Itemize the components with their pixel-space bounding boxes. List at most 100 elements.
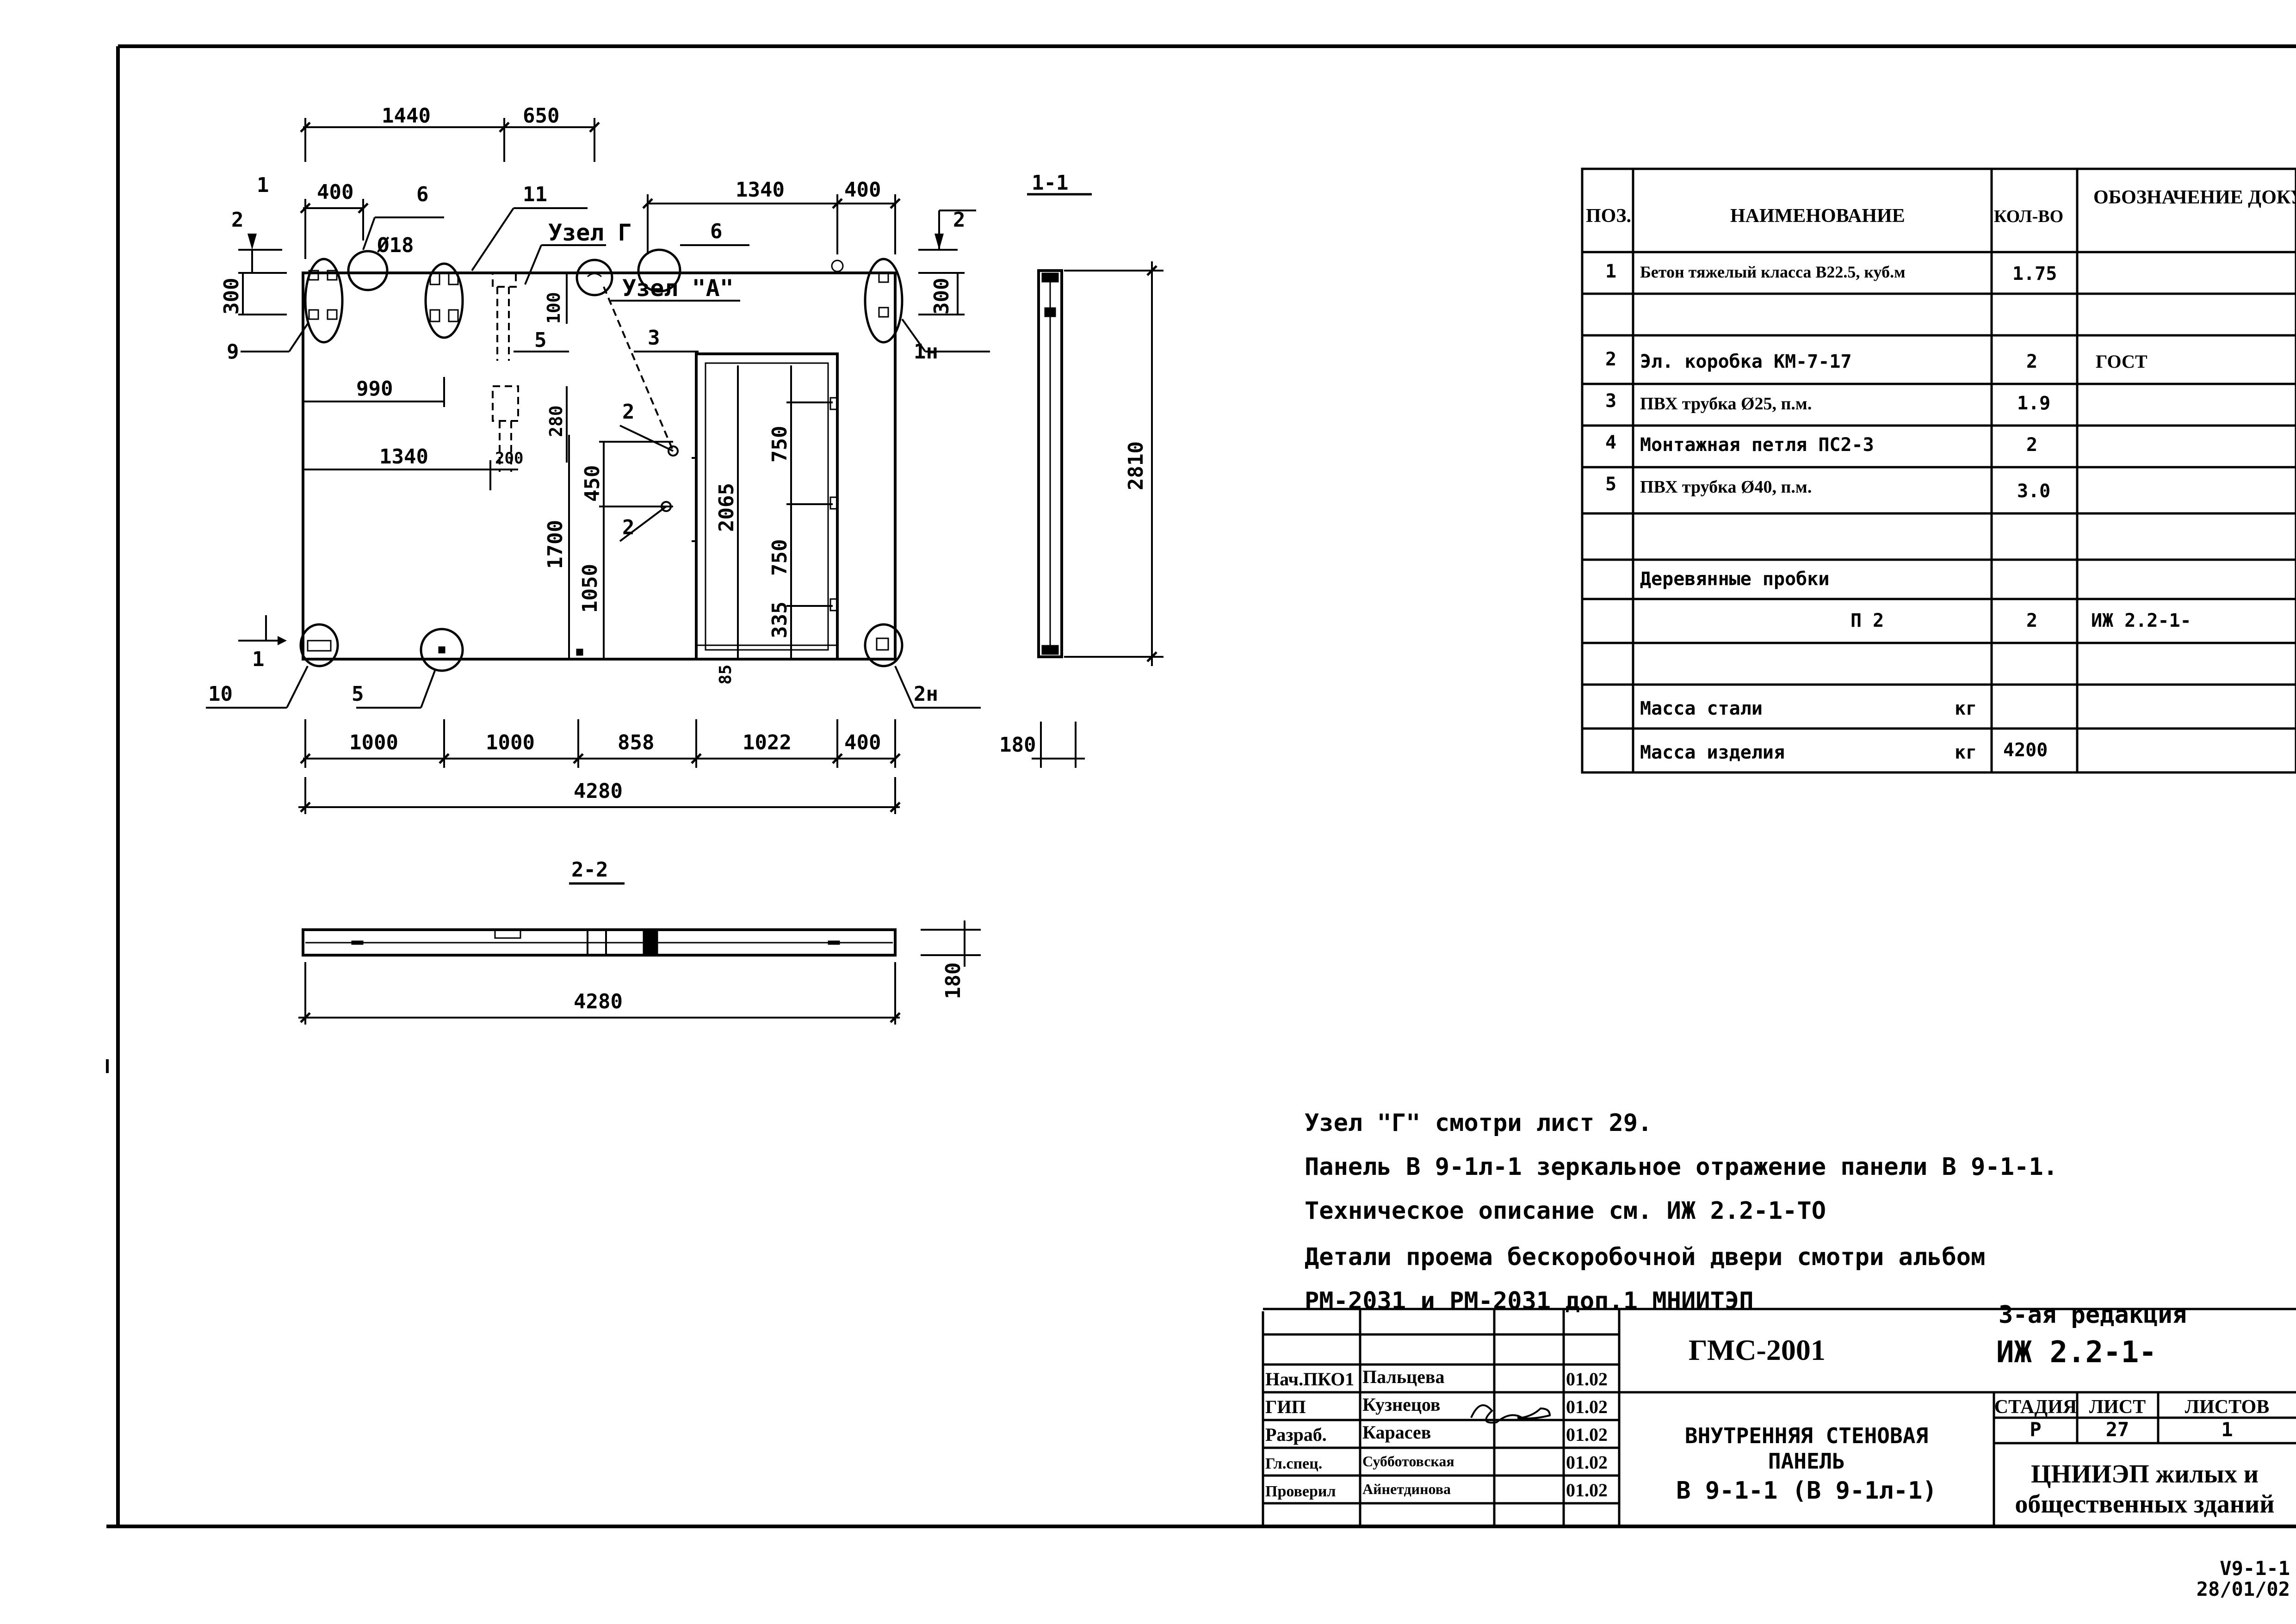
panel-plan	[299, 248, 904, 672]
spec-row-4-name: Монтажная петля ПС2-3	[1640, 434, 1874, 456]
dim-450: 450	[581, 465, 604, 502]
loop-node-right	[864, 258, 904, 344]
uzel-g-circle	[576, 259, 613, 296]
callout-2n: 2н	[914, 682, 938, 706]
dim-1050: 1050	[578, 564, 602, 613]
callout-1n: 1н	[914, 340, 938, 364]
el-box-oval	[424, 262, 464, 339]
section-1-1-label: 1-1	[1032, 171, 1068, 195]
section-2-2-thickness: 180	[941, 963, 965, 999]
note-2: Панель В 9-1л-1 зеркальное отражение пан…	[1305, 1153, 2058, 1181]
staff-date-4: 01.02	[1566, 1452, 1608, 1473]
staff-name-4: Субботовская	[1362, 1453, 1454, 1470]
sheet-value: 27	[2106, 1418, 2129, 1441]
callout-5-bottom: 5	[352, 682, 364, 706]
note-5: РМ-2031 и РМ-2031 доп.1 МНИИТЭП	[1305, 1287, 1754, 1315]
edition: 3-ая редакция	[1999, 1301, 2187, 1329]
spec-row-5-name: ПВХ трубка Ø40, п.м.	[1640, 477, 1812, 497]
dim-400-right: 400	[844, 178, 881, 202]
spec-row-mass-unit: кг	[1955, 742, 1977, 763]
dim-280: 280	[546, 405, 566, 437]
callout-2-upper: 2	[622, 400, 635, 424]
org-line-1: ЦНИИЭП жилых и	[2031, 1460, 2259, 1488]
spec-row-1-name: Бетон тяжелый класса В22.5, куб.м	[1640, 263, 1906, 281]
dim-85: 85	[716, 665, 735, 685]
dim-990: 990	[356, 377, 393, 401]
section-2-2-label: 2-2	[571, 858, 608, 882]
spec-row-5-pos: 5	[1605, 474, 1616, 495]
section-arrows	[248, 234, 944, 645]
dim-335: 335	[768, 602, 792, 638]
callout-1-bottom: 1	[252, 648, 265, 671]
spec-row-steel-name: Масса стали	[1640, 698, 1763, 719]
dim-1700: 1700	[544, 520, 567, 569]
spec-row-p2-qty: 2	[2026, 610, 2037, 631]
dim-1000-a: 1000	[349, 731, 398, 754]
callout-leaders	[206, 207, 990, 709]
stage-value: Р	[2030, 1418, 2041, 1441]
spec-header-pos: ПОЗ.	[1586, 205, 1631, 227]
spec-row-steel-unit: кг	[1955, 698, 1977, 719]
callout-2-top-right: 2	[953, 208, 965, 232]
callout-uzel-a: Узел "А"	[622, 275, 734, 302]
sheet-frame	[106, 44, 2296, 1528]
dim-300-right: 300	[930, 278, 953, 315]
dim-400-bottom: 400	[844, 731, 881, 754]
spec-row-2-name: Эл. коробка КМ-7-17	[1640, 351, 1852, 372]
sheets-value: 1	[2221, 1418, 2233, 1441]
spec-row-3-qty: 1.9	[2017, 393, 2050, 414]
spec-row-mass-name: Масса изделия	[1640, 742, 1785, 763]
callout-10: 10	[208, 682, 233, 706]
section-1-1-height: 2810	[1124, 441, 1148, 490]
staff-name-5: Айнетдинова	[1362, 1481, 1451, 1497]
plan-labels: 1440 650 400 1340 400 300 300 990 1340 2…	[208, 104, 1148, 1013]
section-2-2	[298, 882, 981, 1025]
spec-header-qty: КОЛ-ВО	[1994, 207, 2063, 226]
spec-row-2-qty: 2	[2026, 351, 2037, 372]
stamp-date: 28/01/02	[2197, 1578, 2290, 1600]
staff-role-5: Проверил	[1265, 1483, 1336, 1500]
spec-row-mass-qty: 4200	[2003, 740, 2048, 761]
callout-11: 11	[523, 183, 547, 206]
title-line-2: ПАНЕЛЬ	[1768, 1449, 1845, 1474]
note-3: Техническое описание см. ИЖ 2.2-1-ТО	[1305, 1197, 1826, 1225]
dim-1340-top: 1340	[736, 178, 785, 202]
doc-code: ГМС-2001	[1689, 1334, 1826, 1366]
dim-650: 650	[523, 104, 559, 128]
callout-d18: Ø18	[377, 234, 414, 257]
hole-d18	[347, 250, 389, 291]
callout-2-top-left: 2	[231, 208, 244, 232]
spec-header-name: НАИМЕНОВАНИЕ	[1730, 205, 1905, 227]
spec-row-1-qty: 1.75	[2012, 263, 2057, 284]
dim-400-left: 400	[317, 180, 353, 204]
panel-outline	[302, 272, 897, 661]
staff-name-1: Пальцева	[1362, 1366, 1444, 1387]
spec-row-4-qty: 2	[2026, 434, 2037, 456]
spec-row-p2-doc: ИЖ 2.2-1-	[2091, 610, 2191, 631]
staff-name-3: Карасев	[1362, 1422, 1431, 1443]
spec-row-p2-name: П 2	[1850, 610, 1884, 631]
spec-row-wood-name: Деревянные пробки	[1640, 568, 1829, 590]
callout-6-right: 6	[710, 220, 723, 243]
spec-row-4-pos: 4	[1605, 432, 1616, 453]
stage-header: СТАДИЯ	[1994, 1396, 2077, 1418]
doc-number: ИЖ 2.2-1-	[1996, 1335, 2157, 1370]
callout-3: 3	[648, 326, 660, 350]
staff-name-2: Кузнецов	[1362, 1394, 1441, 1415]
callout-1-top: 1	[257, 173, 269, 197]
title-line-1: ВНУТРЕННЯЯ СТЕНОВАЯ	[1685, 1423, 1928, 1448]
dim-750-upper: 750	[768, 426, 792, 463]
file-stamp: V9-1-1 28/01/02	[2197, 1557, 2290, 1600]
dimension-ticks	[300, 122, 901, 813]
callout-5-inner: 5	[534, 328, 547, 352]
dim-1440: 1440	[382, 104, 431, 128]
dim-100: 100	[544, 292, 564, 324]
spec-row-3-pos: 3	[1605, 390, 1616, 412]
title-line-3: В 9-1-1 (В 9-1л-1)	[1676, 1477, 1937, 1505]
dim-858: 858	[618, 731, 654, 754]
staff-date-5: 01.02	[1566, 1480, 1608, 1501]
hole-pos6	[637, 248, 681, 293]
spec-row-5-qty: 3.0	[2017, 481, 2050, 502]
sheets-header: ЛИСТОВ	[2185, 1396, 2269, 1418]
